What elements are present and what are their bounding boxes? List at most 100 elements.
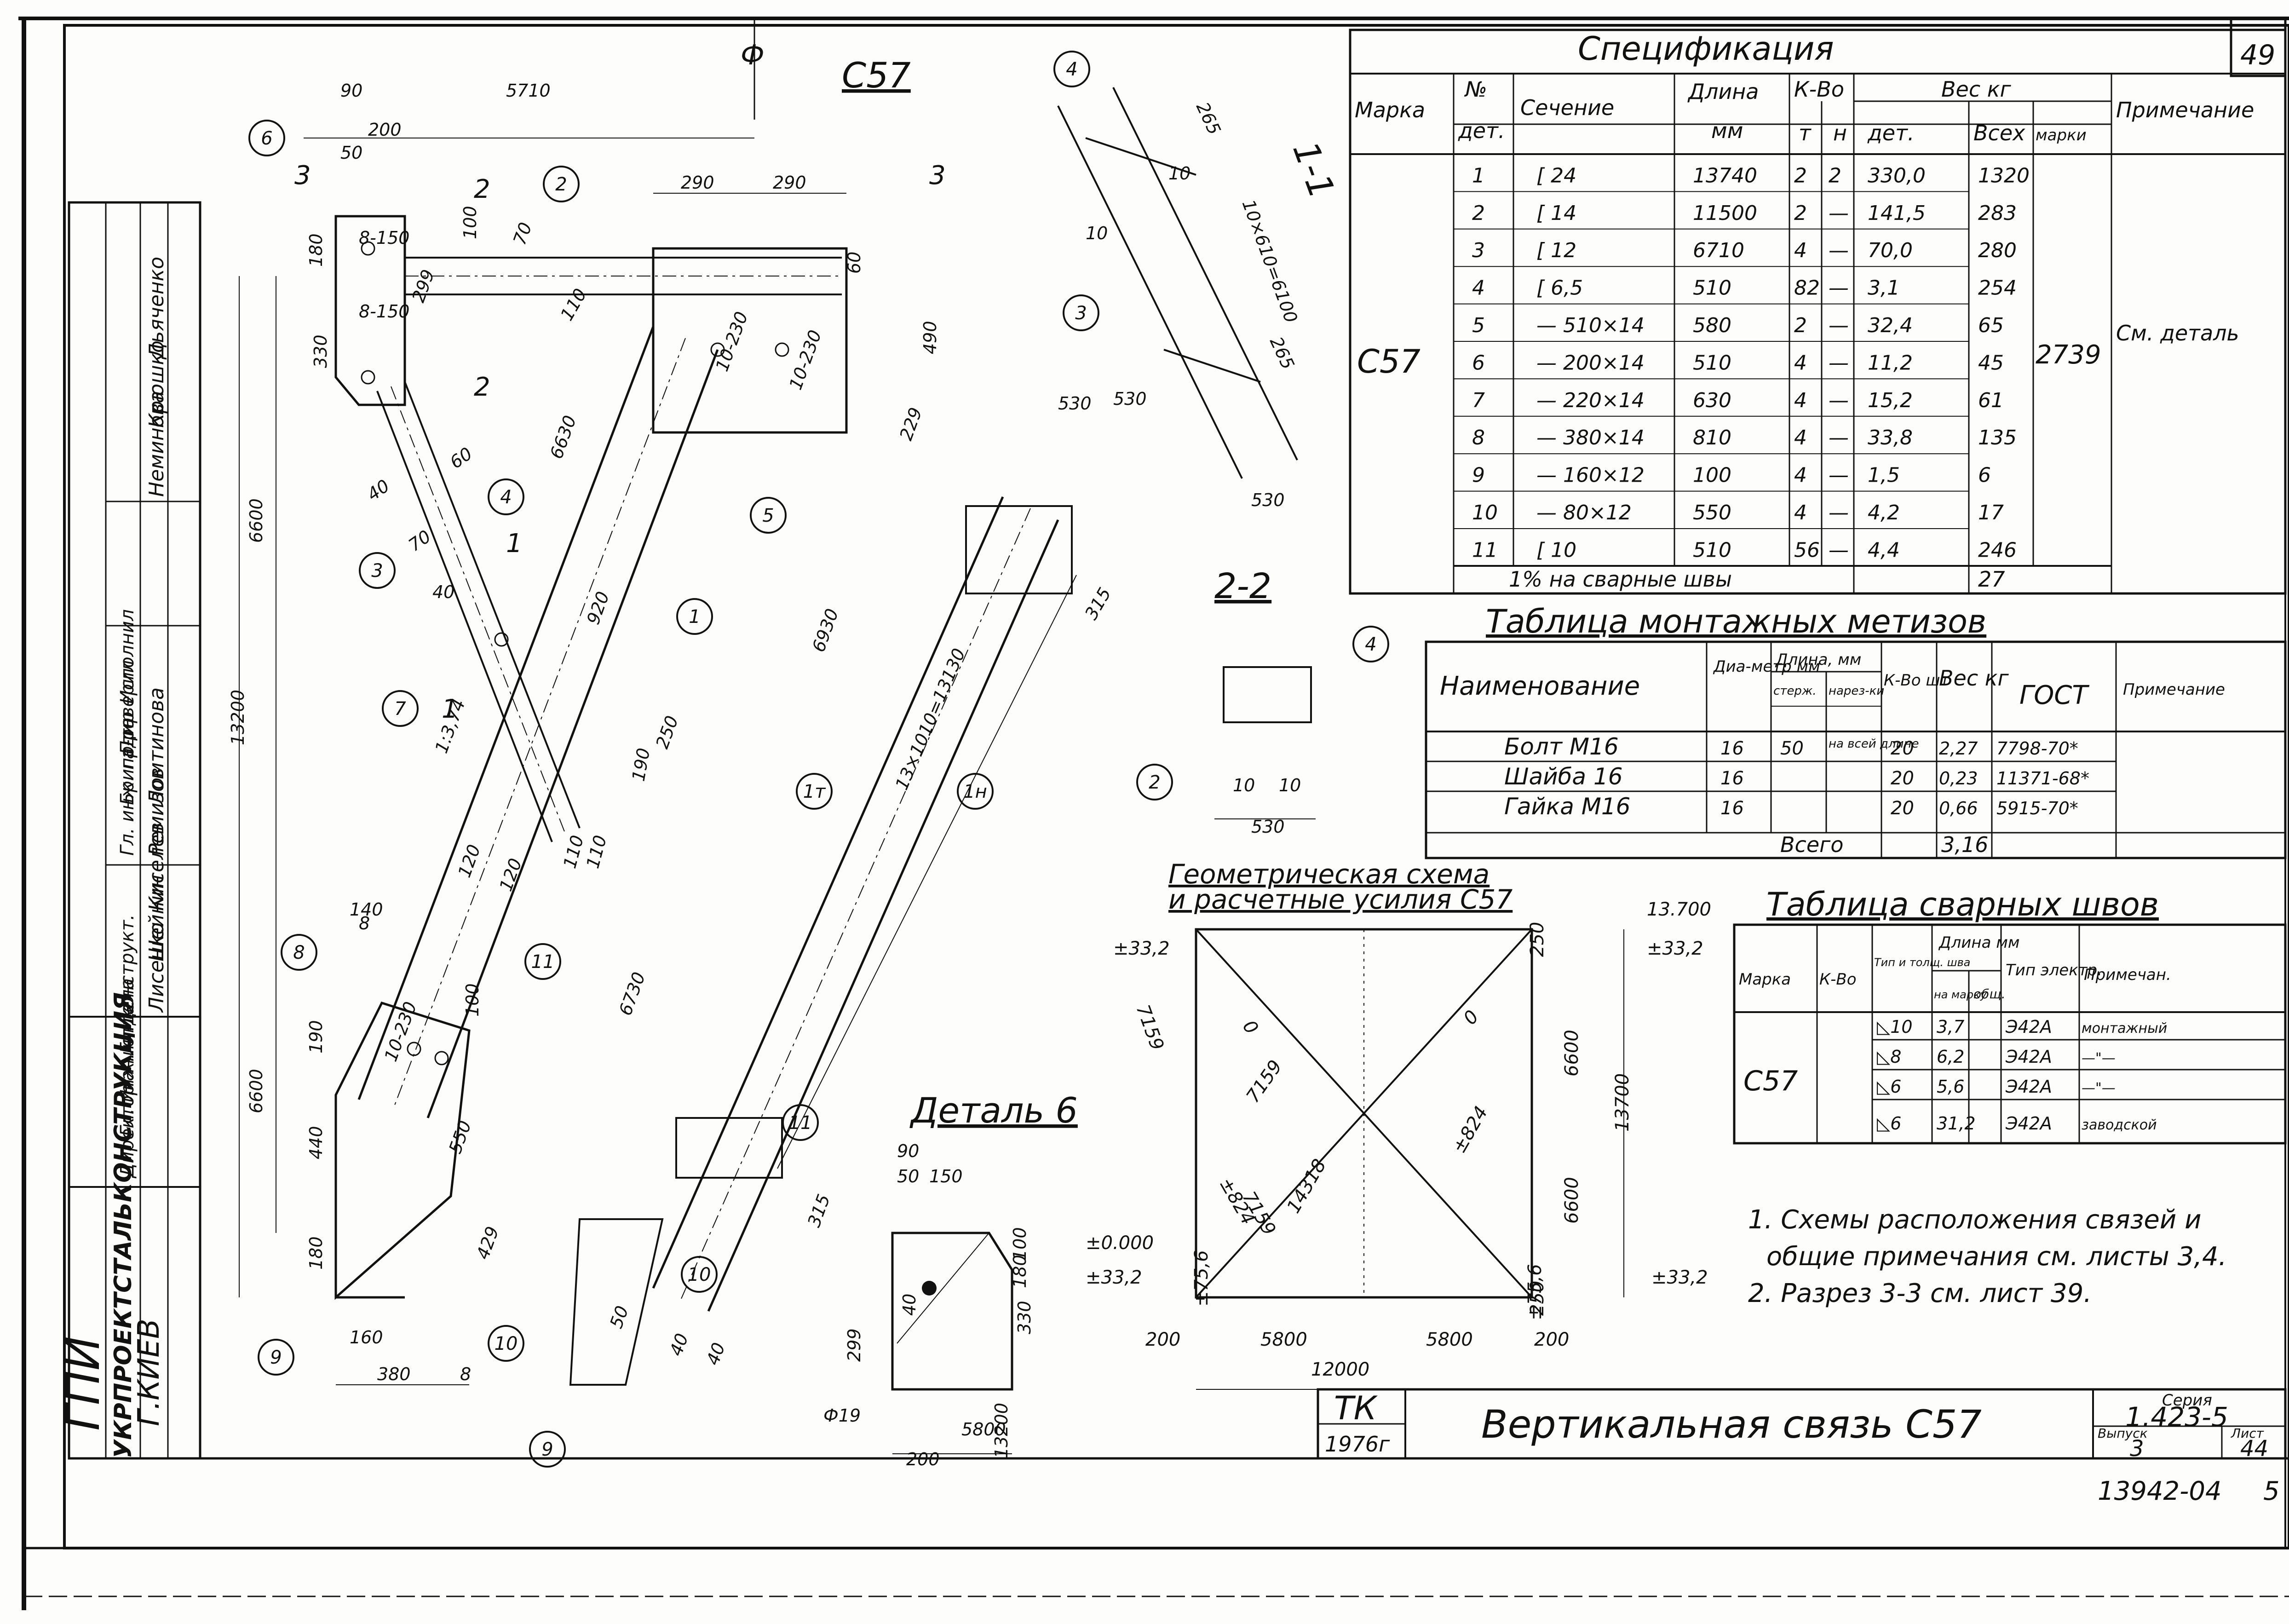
item-balloon-label: 2 (1149, 772, 1160, 793)
scheme-label: 7159 (1132, 1002, 1168, 1053)
spec-cell-weight: 11,2 (1868, 351, 1913, 374)
detail-dim: Ф19 (823, 1405, 861, 1426)
dimension-label: 110 (557, 285, 591, 324)
dimension-label: 229 (896, 405, 926, 443)
stamp-name: Дьяченко (145, 257, 168, 360)
scheme-label: ±75,6 (1191, 1250, 1212, 1307)
scheme-label: ±33,2 (1651, 1267, 1708, 1288)
weld-cell-type: ◺10 (1877, 1017, 1913, 1037)
section-2-2-dim: 530 (1251, 817, 1285, 837)
spec-cell-section: — 200×14 (1536, 351, 1645, 374)
section-2-2-label: 2-2 (1214, 565, 1271, 606)
hw-col-weight: Вес кг (1939, 666, 2009, 691)
spec-col-note: Примечание (2116, 98, 2254, 122)
item-balloon-label: 9 (541, 1439, 553, 1460)
spec-cell-section: — 380×14 (1536, 426, 1645, 449)
stamp-role: Гл. конструкт. (117, 914, 138, 1054)
svg-text:Ф: Ф (741, 39, 765, 71)
stamp-name: Киселев (145, 823, 168, 911)
weld-cell-electrode: Э42А (2005, 1077, 2052, 1097)
spec-cell-length: 580 (1693, 314, 1731, 337)
hw-cell-weight: 0,66 (1939, 798, 1978, 818)
hw-cell-name: Болт М16 (1504, 733, 1619, 760)
item-balloon (359, 552, 396, 589)
hardware-title: Таблица монтажных метизов (1486, 603, 1986, 640)
spec-col-section: Сечение (1520, 95, 1614, 120)
weld-cell-length: 31,2 (1937, 1113, 1976, 1134)
spec-cell-length: 13740 (1693, 164, 1757, 187)
spec-cell-qty-n: — (1829, 351, 1849, 374)
weld-mark: С57 (1743, 1065, 1798, 1097)
spec-col-length-a: Длина (1687, 79, 1759, 104)
stamp-name: Ремизов (145, 767, 168, 856)
scheme-label: 250 (1527, 922, 1548, 957)
item-balloon-label: 5 (762, 505, 774, 526)
weld-col-type: Тип и толщ. шва (1874, 956, 1970, 969)
hw-cell-weight: 2,27 (1939, 738, 1978, 759)
item-balloon-label: 4 (1066, 59, 1077, 80)
item-balloon (676, 598, 713, 635)
item-balloon-label: 6 (261, 128, 272, 149)
stamp-role: Гл. инж.ин-та (117, 1003, 138, 1136)
item-balloon-label: 4 (1365, 634, 1376, 655)
spec-cell-weight: 1,5 (1868, 464, 1900, 487)
spec-cell-total: 280 (1978, 239, 2017, 262)
hw-cell-diam: 16 (1720, 768, 1744, 789)
stamp-role: Проверил (117, 660, 138, 754)
dimension-label: 8-150 (359, 228, 409, 248)
note-line-1: 1. Схемы расположения связей и (1748, 1205, 2201, 1235)
detail-dim: 100 (1010, 1227, 1030, 1261)
spec-col-qty: К-Во (1794, 77, 1844, 102)
dimension-label: 40 (432, 582, 454, 602)
sheet-value: 44 (2240, 1436, 2268, 1462)
spec-cell-num: 8 (1472, 426, 1485, 449)
dimension-label: 10-230 (785, 328, 825, 393)
dimension-label: 6600 (246, 498, 266, 543)
spec-cell-total: 6 (1978, 464, 1991, 487)
dimension-label: 429 (472, 1224, 503, 1262)
scheme-label: 13700 (1612, 1073, 1633, 1132)
spec-cell-section: [ 24 (1536, 164, 1576, 187)
weld-cell-type: ◺6 (1877, 1113, 1901, 1134)
weld-col-len-total: общ. (1973, 986, 2006, 1002)
spec-cell-qty-n: — (1829, 202, 1849, 225)
welds-title: Таблица сварных швов (1766, 886, 2159, 923)
stamp-name: Ломтинова (145, 687, 168, 806)
sheet-frame (18, 17, 2289, 1597)
series-value: 1.423-5 (2125, 1401, 2228, 1433)
weld-cell-note: монтажный (2082, 1020, 2167, 1037)
doc-code-tail: 5 (2263, 1476, 2280, 1506)
scheme-label: ±75,6 (1524, 1264, 1546, 1320)
hw-col-rod: стерж. (1773, 684, 1817, 698)
dimension-label: 50 (340, 143, 362, 163)
spec-mark: С57 (1357, 343, 1421, 380)
hw-cell-rod: 50 (1780, 738, 1804, 759)
dimension-label: 120 (495, 856, 526, 894)
scheme-label: 13.700 (1647, 899, 1711, 920)
hardware-table (1425, 640, 2287, 859)
weld-cell-type: ◺8 (1877, 1047, 1901, 1067)
member-1-view (569, 496, 1077, 1386)
spec-cell-length: 510 (1693, 351, 1731, 374)
spec-cell-length: 550 (1693, 501, 1731, 524)
spec-col-w-mark: марки (2036, 126, 2087, 144)
hw-col-gost: ГОСТ (2019, 680, 2089, 710)
spec-cell-qty-t: 4 (1794, 501, 1807, 524)
detail-dim: 13200 (991, 1403, 1012, 1458)
dimension-label: 70 (405, 526, 435, 556)
hw-cell-name: Гайка М16 (1504, 793, 1631, 820)
spec-cell-total: 65 (1978, 314, 2004, 337)
spec-welds-label: 1% на сварные швы (1509, 567, 1732, 592)
item-balloon (750, 497, 787, 534)
spec-cell-num: 1 (1472, 164, 1485, 187)
item-balloon (1063, 294, 1099, 331)
item-balloon (681, 1256, 718, 1293)
spec-col-mark: Марка (1355, 98, 1425, 122)
truss-main-view (239, 138, 848, 1385)
